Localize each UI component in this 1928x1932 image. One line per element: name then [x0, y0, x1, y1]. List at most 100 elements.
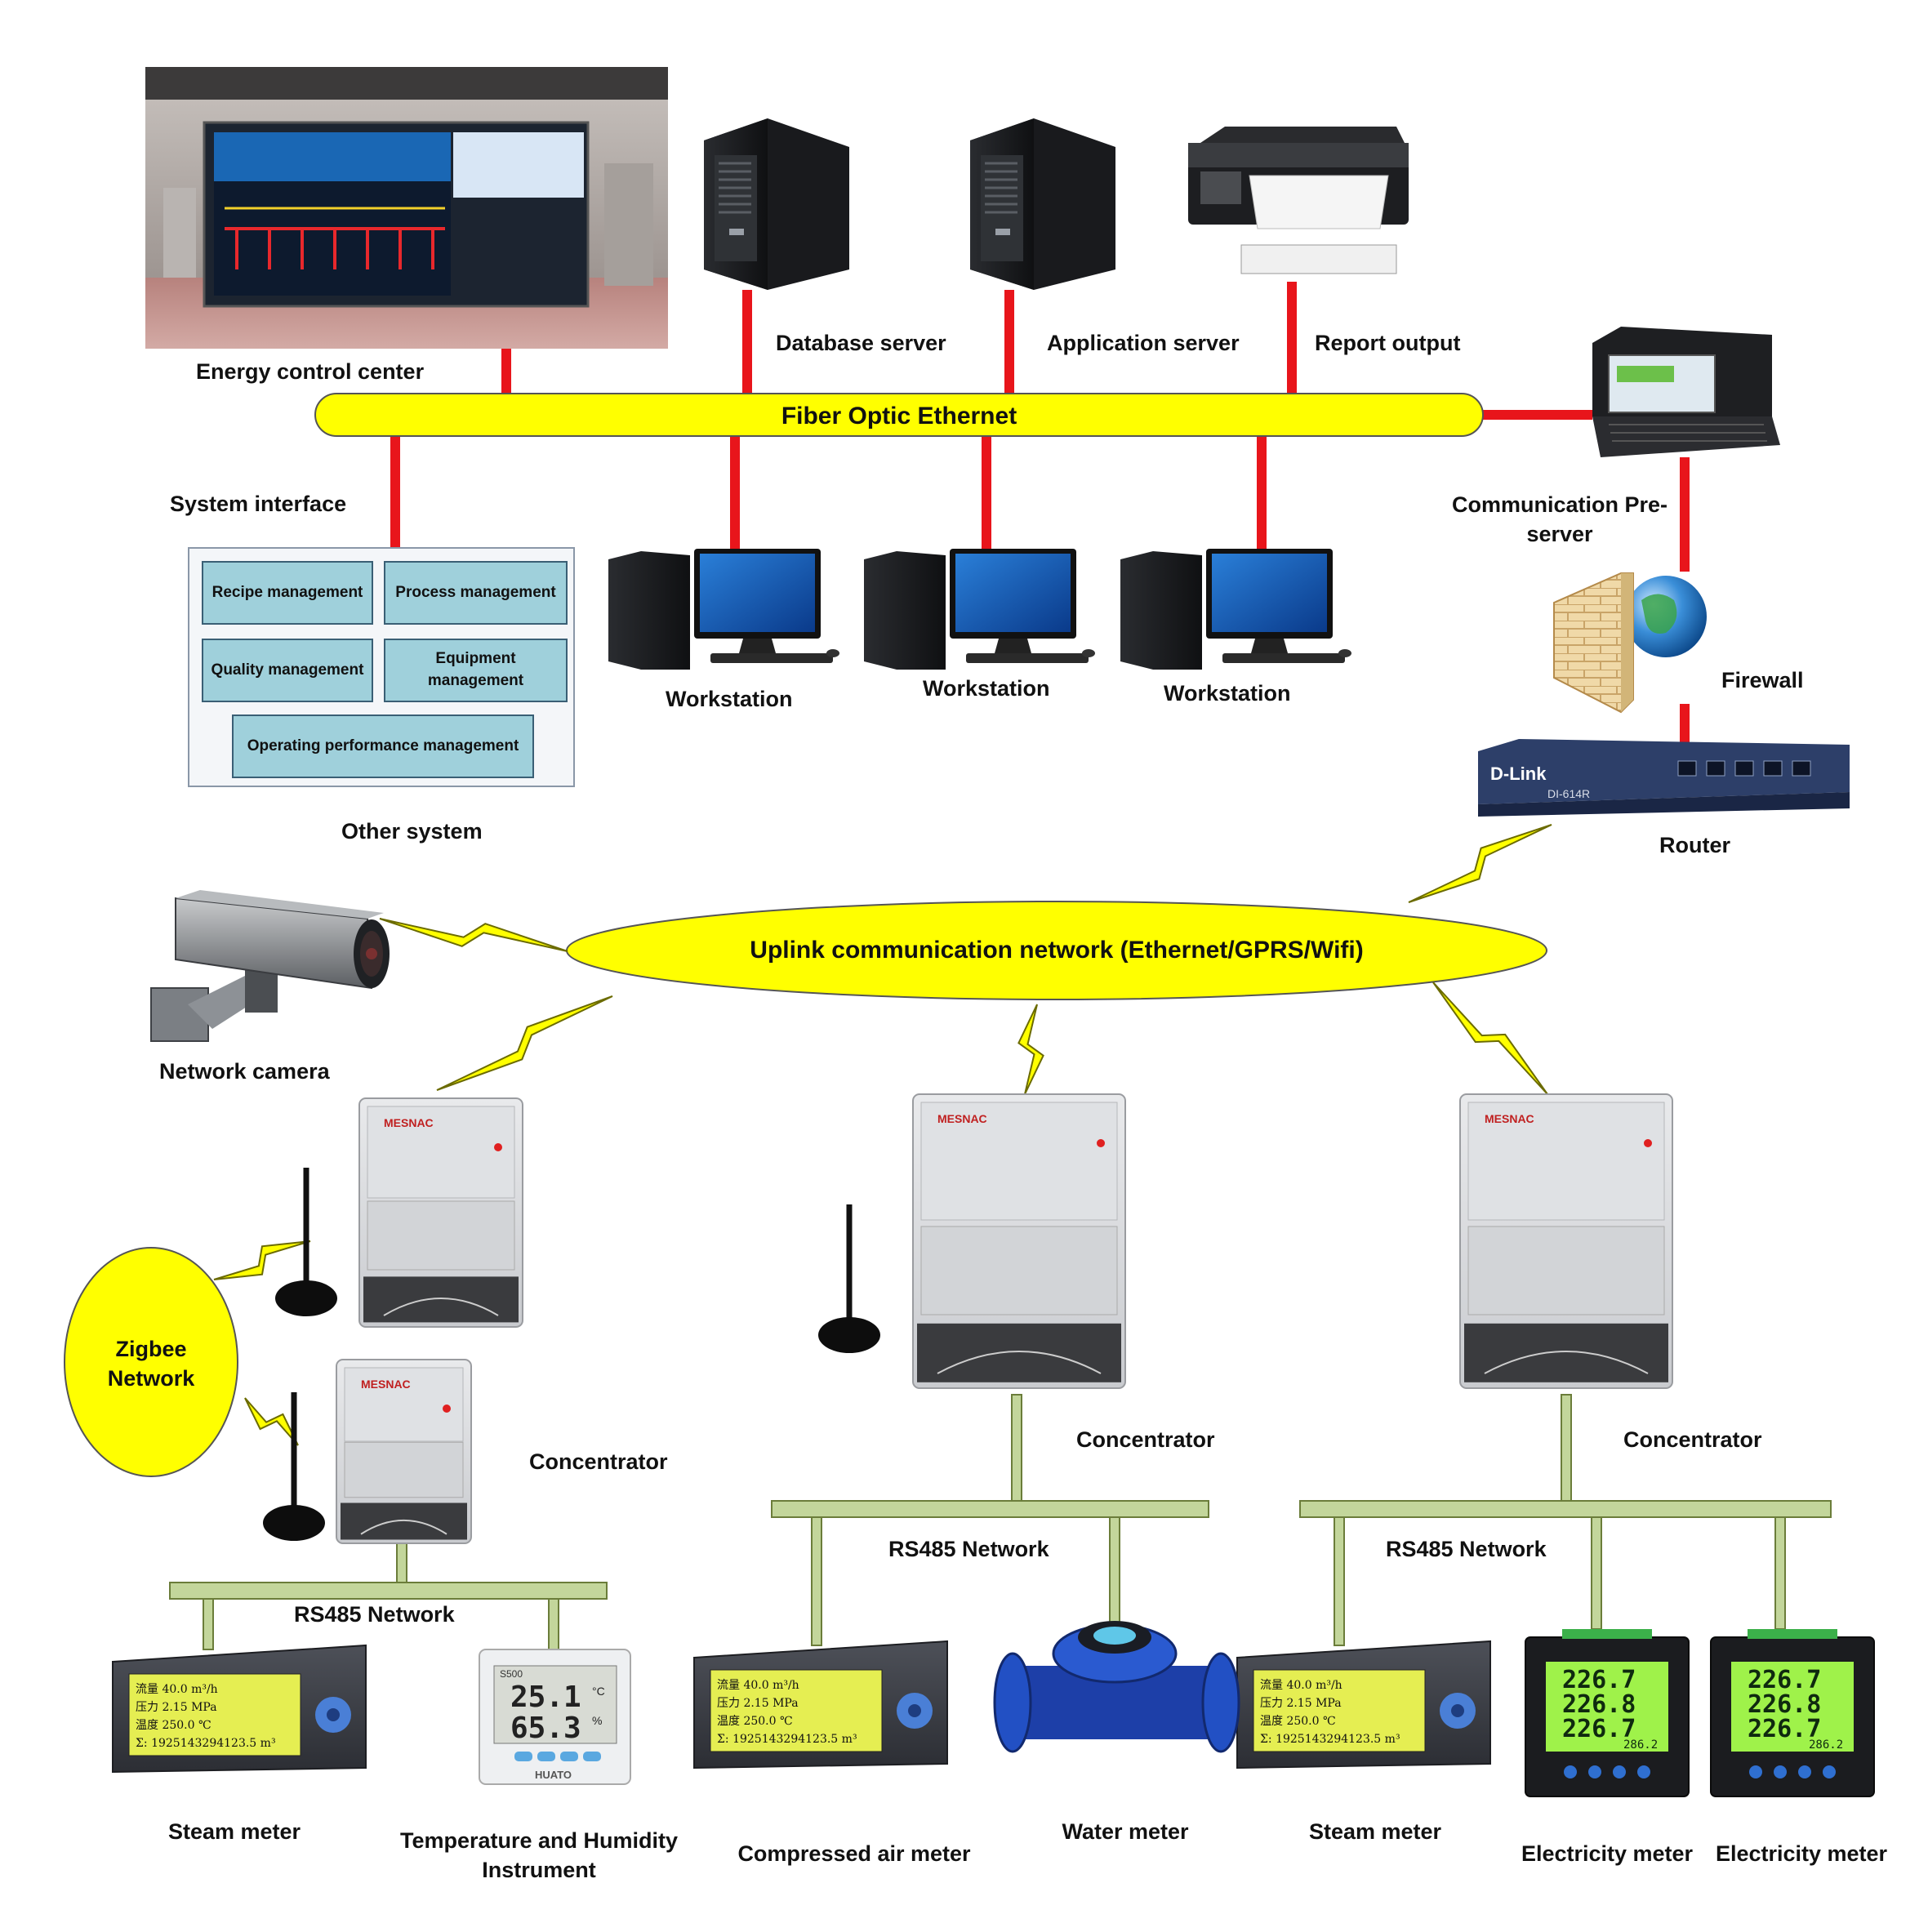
th-lcd [493, 1665, 617, 1744]
router-label: Router [1659, 833, 1730, 857]
electricity-meter-label-1: Electricity meter [1521, 1841, 1694, 1866]
rs485-drop-steam2 [1334, 1516, 1345, 1646]
concentrator-wires [360, 1520, 447, 1535]
elec-button [1749, 1765, 1762, 1778]
concentrator-cover [920, 1102, 1118, 1221]
meter-lcd-row-4: Σ: 1925143294123.5 m³ [717, 1733, 857, 1746]
concentrator-cover [344, 1367, 464, 1442]
meter-lcd-row-3: 温度 250.0 ℃ [717, 1715, 793, 1728]
workstation-mouse [1338, 649, 1351, 657]
concentrator-led [1644, 1139, 1652, 1147]
concentrator-terminal [363, 1276, 519, 1323]
elec-reading-3: 226.7 [1748, 1715, 1821, 1743]
camera-uplink-bolt [379, 918, 568, 952]
workstation-stand [739, 639, 776, 653]
process-management-module: Process management [384, 561, 568, 625]
meter-dpad-center [327, 1708, 340, 1721]
th-humidity-unit: % [592, 1714, 602, 1727]
concentrator-window [344, 1441, 464, 1498]
operating-performance-module: Operating performance management [232, 714, 534, 778]
rs485-drop-th [548, 1598, 559, 1650]
workstation-stand [995, 639, 1031, 653]
rs485-bus-3 [1299, 1500, 1832, 1518]
workstation-label-1: Workstation [666, 687, 793, 711]
meter-lcd-row-1: 流量 40.0 m³/h [1260, 1679, 1342, 1692]
system-interface-panel: Recipe management Process management Qua… [188, 547, 575, 787]
elec-button [1798, 1765, 1811, 1778]
report-output-label: Report output [1315, 331, 1461, 355]
elec-lcd [1546, 1662, 1668, 1752]
workstation-screen [1212, 554, 1327, 632]
concentrator-led [1097, 1139, 1105, 1147]
th-model: S500 [500, 1668, 523, 1680]
workstation-tower [608, 551, 690, 670]
energy-control-center-label: Energy control center [196, 359, 425, 384]
router-model: DI-614R [1547, 787, 1590, 800]
concentrator-2: MESNAC [818, 1093, 1126, 1389]
concentrator-brand: MESNAC [1485, 1112, 1534, 1125]
concentrator-brand: MESNAC [361, 1378, 411, 1391]
zigbee-concentrator1-bolt [213, 1240, 311, 1280]
rs485-label-1: RS485 Network [294, 1602, 455, 1627]
workstation-3 [1120, 549, 1351, 670]
printer-icon [1188, 127, 1409, 274]
rs485-drop-steam1 [203, 1598, 214, 1650]
concentrator-window [920, 1226, 1118, 1315]
workstation-tower [864, 551, 946, 670]
electricity-meter-label-2: Electricity meter [1715, 1841, 1888, 1866]
workstation-mouse [826, 649, 839, 657]
concentrator-cover [1467, 1102, 1665, 1221]
meter-dpad-center [1451, 1704, 1464, 1717]
workstation-1 [608, 549, 839, 670]
concentrator-cover [367, 1106, 515, 1199]
concentrator-label-3: Concentrator [1623, 1427, 1762, 1452]
concentrator2-uplink-bolt [1017, 1004, 1044, 1095]
concentrator-terminal [917, 1323, 1121, 1382]
meter-lcd-row-2: 压力 2.15 MPa [1260, 1697, 1342, 1710]
equipment-management-module: Equipment management [384, 639, 568, 702]
meter-lcd [128, 1673, 301, 1756]
concentrator-3: MESNAC [1459, 1093, 1673, 1389]
elec-reading-3: 226.7 [1562, 1715, 1636, 1743]
meter-lcd-row-2: 压力 2.15 MPa [136, 1701, 217, 1714]
concentrator3-uplink-bolt [1432, 982, 1548, 1095]
concentrator-wires [1484, 1351, 1649, 1374]
workstation-keyboard [710, 653, 833, 663]
meter-lcd [1253, 1669, 1426, 1752]
elec-reading-1: 226.7 [1748, 1666, 1821, 1694]
rs485-drop-water [1109, 1516, 1120, 1638]
meter-icons: 流量 40.0 m³/h 压力 2.15 MPa 温度 250.0 ℃ Σ: 1925… [112, 1621, 1875, 1797]
elec-reading-1: 226.7 [1562, 1666, 1636, 1694]
temp-humidity-label: Temperature and Humidity Instrument [399, 1828, 679, 1883]
workstation-label-2: Workstation [923, 676, 1050, 701]
meter-lcd-row-3: 温度 250.0 ℃ [1260, 1715, 1336, 1728]
other-system-label: Other system [341, 819, 483, 844]
workstation-label-3: Workstation [1164, 681, 1291, 706]
application-server-icon [970, 118, 1115, 290]
fiber-optic-ethernet-label: Fiber Optic Ethernet [781, 403, 1017, 430]
concentrator-led [494, 1143, 502, 1151]
concentrator-wires [937, 1351, 1102, 1374]
rs485-drop-elec1 [1591, 1516, 1602, 1630]
recipe-management-module: Recipe management [202, 561, 373, 625]
router-brand: D-Link [1490, 763, 1547, 784]
meter-lcd [710, 1669, 883, 1752]
rs485-label-2: RS485 Network [888, 1537, 1049, 1561]
th-temperature: 25.1 [510, 1680, 581, 1714]
rs485-networks [169, 1394, 1832, 1650]
water-meter-flange-left [993, 1652, 1032, 1753]
concentrator-label-2: Concentrator [1076, 1427, 1215, 1452]
workstation-keyboard [1222, 653, 1345, 663]
router-uplink-bolt [1408, 824, 1552, 903]
workstation-2 [864, 549, 1095, 670]
zigbee-network-ellipse [64, 1247, 238, 1477]
wireless-links [213, 824, 1552, 1446]
application-server-label: Application server [1047, 331, 1240, 355]
elec-reading-2: 226.8 [1562, 1690, 1636, 1719]
zigbee-network-label: Zigbee Network [107, 1337, 195, 1391]
